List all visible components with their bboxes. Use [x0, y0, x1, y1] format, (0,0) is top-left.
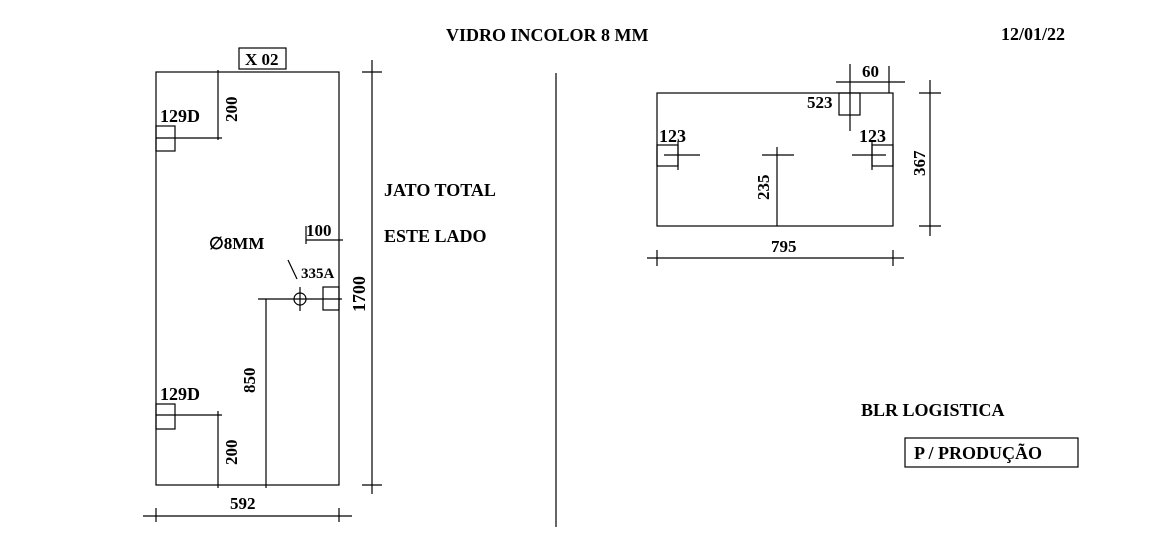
right-piece-outline: [656, 92, 894, 227]
left-piece-outline: [155, 71, 340, 486]
hole-label: ∅8MM: [209, 234, 264, 253]
note-este-lado: ESTE LADO: [384, 226, 487, 246]
dim-height-367: 367: [910, 150, 929, 176]
hole-8mm: [293, 292, 307, 306]
right-notch-label: 123: [859, 126, 886, 146]
side-lock-cut: [322, 286, 340, 311]
side-cut-label: 335A: [301, 266, 335, 282]
left-piece: X 02 129D 200 129D 200 ∅8MM 850 335A 100…: [143, 47, 382, 522]
dim-60: 60: [862, 62, 879, 81]
piece-tag-box: [238, 47, 287, 70]
production-stamp-box: [904, 437, 1079, 468]
bottom-hinge-cut: [155, 403, 176, 430]
note-jato-total: JATO TOTAL: [384, 180, 496, 200]
dim-width-795: 795: [771, 237, 797, 256]
right-piece: 60 523 123 123 235 795 367: [647, 62, 941, 266]
dim-top-200: 200: [222, 97, 241, 123]
bottom-hinge-cut-label: 129D: [160, 384, 200, 404]
dim-235: 235: [754, 175, 773, 201]
top-notch-label: 523: [807, 93, 833, 112]
top-hinge-cut-label: 129D: [160, 106, 200, 126]
production-stamp: P / PRODUÇÃO: [914, 442, 1042, 463]
client-name: BLR LOGISTICA: [861, 400, 1005, 420]
drawing-date: 12/01/22: [1001, 24, 1065, 44]
dim-width-592: 592: [230, 494, 256, 513]
dim-bottom-200: 200: [222, 440, 241, 466]
dim-850: 850: [240, 368, 259, 394]
piece-tag: X 02: [245, 50, 279, 69]
dim-height-1700: 1700: [349, 276, 369, 312]
drawing-title: VIDRO INCOLOR 8 MM: [446, 25, 649, 45]
left-notch-label: 123: [659, 126, 686, 146]
dim-100: 100: [306, 221, 332, 240]
